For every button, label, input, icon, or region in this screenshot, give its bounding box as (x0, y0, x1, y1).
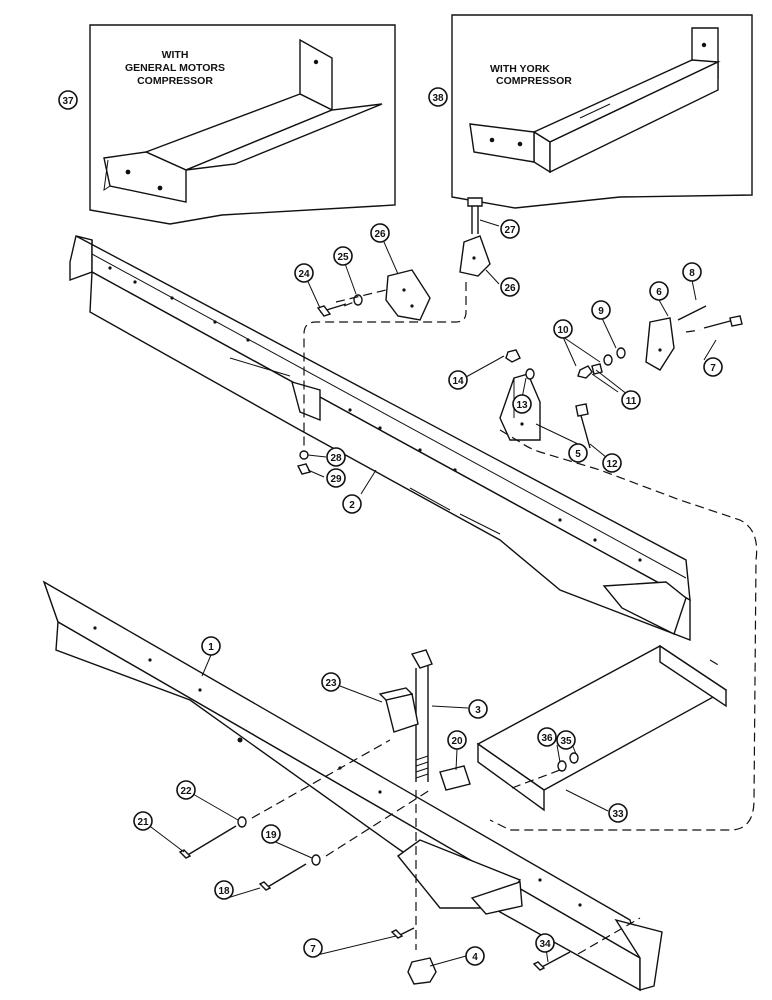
callout-24: 24 (294, 263, 314, 283)
york-compressor-bracket (469, 27, 721, 174)
bracket-26-left (385, 269, 431, 321)
callout-22: 22 (176, 780, 196, 800)
svg-text:27: 27 (504, 225, 516, 236)
svg-text:18: 18 (218, 886, 230, 897)
inset-gm-compressor: WITH GENERAL MOTORS COMPRESSOR (89, 24, 396, 225)
callout-2: 2 (342, 494, 362, 514)
bracket-26-right (459, 235, 491, 277)
hardware (178, 197, 743, 985)
callout-20: 20 (447, 730, 467, 750)
upper-frame-rail (69, 235, 691, 642)
callout-33: 33 (608, 803, 628, 823)
gm-caption-line-3: COMPRESSOR (137, 75, 213, 87)
svg-text:26: 26 (374, 229, 386, 240)
svg-text:10: 10 (557, 325, 569, 336)
callout-5: 5 (568, 443, 588, 463)
callout-18: 18 (214, 880, 234, 900)
callout-4: 4 (465, 946, 485, 966)
bracket-6 (645, 317, 675, 371)
svg-text:1: 1 (208, 642, 214, 653)
callout-37: 37 (58, 90, 78, 110)
svg-text:5: 5 (575, 449, 581, 460)
svg-text:26: 26 (504, 283, 516, 294)
callout-26-right: 26 (500, 277, 520, 297)
svg-text:8: 8 (689, 268, 695, 279)
callout-6: 6 (649, 281, 669, 301)
svg-text:9: 9 (598, 306, 604, 317)
svg-text:3: 3 (475, 705, 481, 716)
callout-28: 28 (326, 447, 346, 467)
svg-text:24: 24 (298, 269, 310, 280)
callout-1: 1 (201, 636, 221, 656)
svg-text:36: 36 (541, 733, 553, 744)
callout-7-lower: 7 (303, 938, 323, 958)
callout-9: 9 (591, 300, 611, 320)
callout-34: 34 (535, 933, 555, 953)
callout-29: 29 (326, 468, 346, 488)
svg-text:11: 11 (626, 396, 637, 407)
svg-text:2: 2 (349, 500, 355, 511)
svg-text:29: 29 (330, 474, 342, 485)
callout-10: 10 (553, 319, 573, 339)
svg-text:28: 28 (330, 453, 342, 464)
svg-text:12: 12 (606, 459, 618, 470)
lower-frame-rail (42, 580, 663, 992)
svg-text:19: 19 (265, 830, 277, 841)
gm-caption-line-2: GENERAL MOTORS (125, 62, 225, 74)
svg-text:37: 37 (62, 96, 74, 107)
callout-11: 11 (621, 390, 641, 410)
callout-13: 13 (512, 394, 532, 414)
inset-york-compressor: WITH YORK COMPRESSOR (451, 14, 753, 209)
svg-text:7: 7 (310, 944, 316, 955)
callout-3: 3 (468, 699, 488, 719)
svg-text:14: 14 (452, 376, 464, 387)
callout-35: 35 (556, 730, 576, 750)
callout-23: 23 (321, 672, 341, 692)
svg-text:34: 34 (539, 939, 551, 950)
callout-14: 14 (448, 370, 468, 390)
gm-compressor-bracket (103, 38, 383, 203)
svg-text:21: 21 (137, 817, 149, 828)
callout-19: 19 (261, 824, 281, 844)
york-caption-line-2: COMPRESSOR (496, 75, 572, 87)
callout-12: 12 (602, 453, 622, 473)
svg-text:13: 13 (516, 400, 528, 411)
callout-8: 8 (682, 262, 702, 282)
svg-text:4: 4 (472, 952, 478, 963)
callout-27: 27 (500, 219, 520, 239)
bracket-33 (476, 644, 728, 812)
callout-21: 21 (133, 811, 153, 831)
callout-36: 36 (537, 727, 557, 747)
svg-text:33: 33 (612, 809, 624, 820)
svg-text:7: 7 (710, 363, 716, 374)
svg-text:20: 20 (451, 736, 463, 747)
assembly-dashed-lines (251, 282, 758, 955)
callout-7-upper: 7 (703, 357, 723, 377)
gm-caption-line-1: WITH (162, 49, 189, 61)
callout-26-left: 26 (370, 223, 390, 243)
svg-text:25: 25 (337, 252, 349, 263)
york-caption-line-1: WITH YORK (490, 63, 550, 75)
svg-text:35: 35 (560, 736, 572, 747)
callout-25: 25 (333, 246, 353, 266)
svg-text:6: 6 (656, 287, 662, 298)
callout-38: 38 (428, 87, 448, 107)
svg-text:23: 23 (325, 678, 337, 689)
svg-text:22: 22 (180, 786, 192, 797)
svg-text:38: 38 (432, 93, 444, 104)
